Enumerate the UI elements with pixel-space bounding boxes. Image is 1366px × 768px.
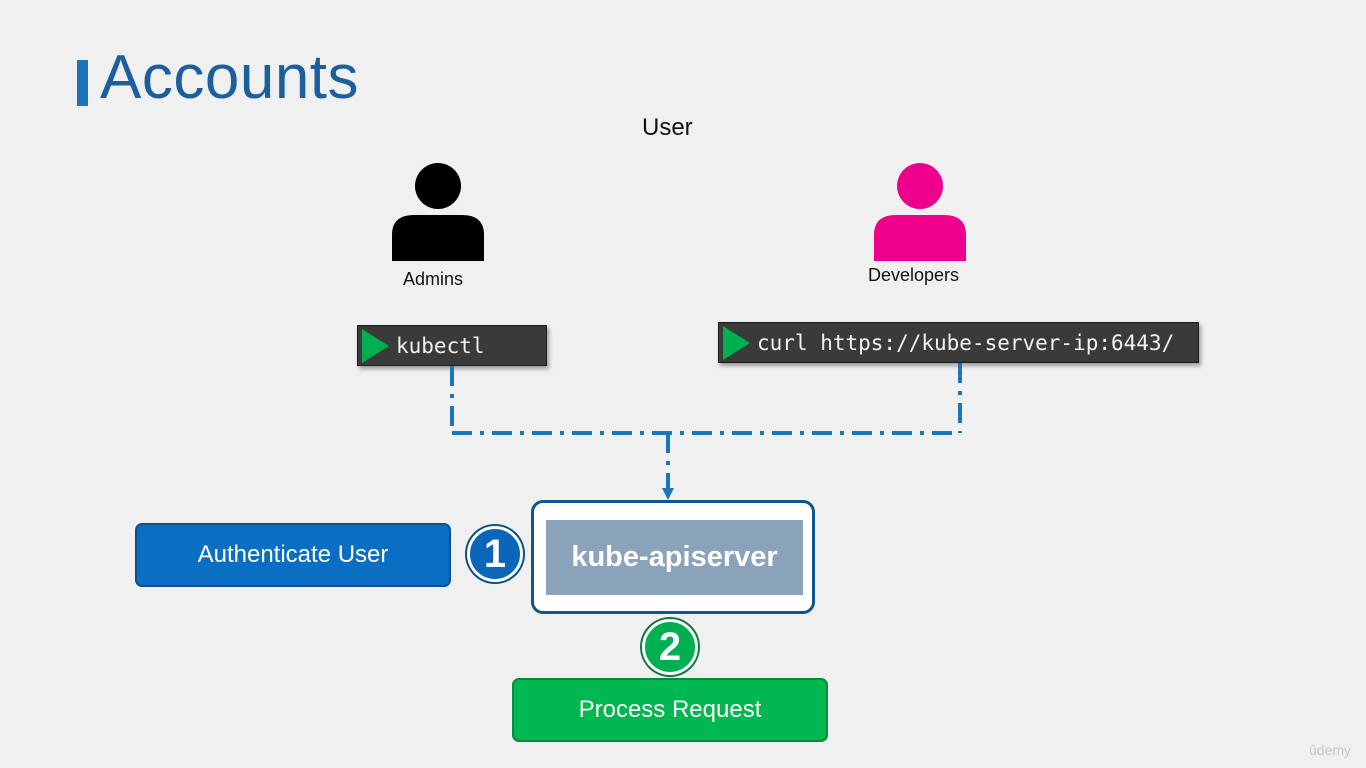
play-icon [723,325,750,360]
developers-label: Developers [868,265,960,285]
kube-apiserver-label: kube-apiserver [546,520,803,595]
step-two-badge: 2 [642,619,698,675]
slide-title: Accounts [100,43,360,112]
udemy-watermark: ûdemy [1309,742,1352,758]
process-request-box: Process Request [512,678,828,742]
user-section-label: User [642,114,693,141]
kubectl-terminal: kubectl [357,325,547,366]
curl-terminal: curl https://kube-server-ip:6443/ [718,322,1199,363]
title-accent-bar [77,60,88,106]
arrow-head-icon [662,488,674,500]
admins-label: Admins [403,269,464,289]
authenticate-user-box: Authenticate User [135,523,451,587]
play-icon [362,328,389,363]
kube-apiserver-box: kube-apiserver [531,500,815,614]
step-one-badge: 1 [467,526,523,582]
admin-person-icon [392,163,484,261]
developer-person-icon [874,163,966,261]
curl-command: curl https://kube-server-ip:6443/ [757,330,1175,355]
kubectl-command: kubectl [396,333,485,358]
